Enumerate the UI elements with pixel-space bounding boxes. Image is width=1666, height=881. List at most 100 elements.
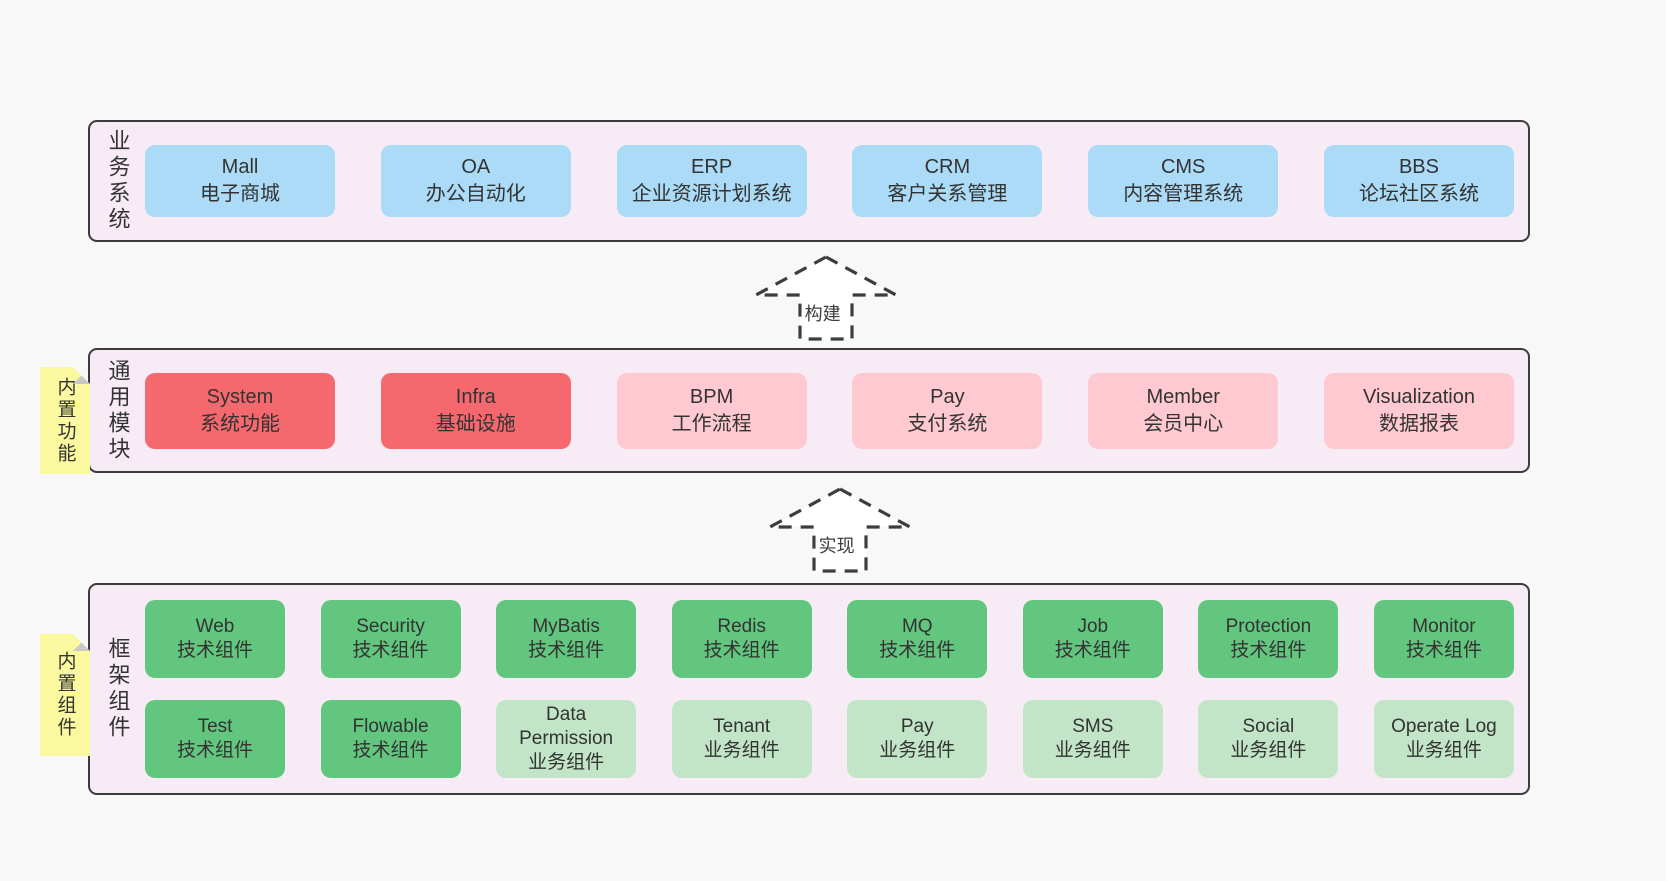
box-erp: ERP 企业资源计划系统 <box>616 145 807 217</box>
box-visualization: Visualization 数据报表 <box>1323 372 1514 449</box>
box-subtitle: 技术组件 <box>352 640 429 661</box>
box-subtitle: 业务组件 <box>879 740 956 761</box>
box-subtitle: 技术组件 <box>879 640 956 661</box>
box-subtitle: 技术组件 <box>1230 640 1307 661</box>
framework-row-2: Test 技术组件 Flowable 技术组件 Data Permission … <box>145 700 1514 778</box>
box-title: Monitor <box>1412 616 1476 637</box>
box-mybatis: MyBatis 技术组件 <box>496 600 637 678</box>
box-title: Operate Log <box>1391 716 1497 737</box>
box-title: Test <box>197 716 233 737</box>
box-oa: OA 办公自动化 <box>380 145 571 217</box>
box-mall: Mall 电子商城 <box>145 145 335 217</box>
box-title: SMS <box>1072 716 1114 737</box>
layer-common-modules-body: System 系统功能 Infra 基础设施 BPM 工作流程 Pay 支付系统… <box>145 372 1528 449</box>
note-built-in-features: 内置功能 <box>40 367 90 474</box>
box-title: System <box>206 385 274 408</box>
box-title: Flowable <box>352 716 429 737</box>
box-redis: Redis 技术组件 <box>671 600 812 678</box>
box-title: Pay <box>900 716 934 737</box>
box-title: Tenant <box>713 716 771 737</box>
box-operate-log: Operate Log 业务组件 <box>1373 700 1514 778</box>
box-title: Job <box>1077 616 1109 637</box>
layer-business-systems-body: Mall 电子商城 OA 办公自动化 ERP 企业资源计划系统 CRM 客户关系… <box>145 145 1528 217</box>
implement-arrow-label: 实现 <box>815 532 858 558</box>
build-arrow: 构建 <box>753 254 899 342</box>
note-built-in-components: 内置组件 <box>40 634 90 756</box>
box-subtitle: 论坛社区系统 <box>1358 183 1479 205</box>
box-social: Social 业务组件 <box>1198 700 1339 778</box>
box-bbs: BBS 论坛社区系统 <box>1323 145 1514 217</box>
box-subtitle: 技术组件 <box>1054 640 1131 661</box>
box-subtitle: 支付系统 <box>907 412 988 435</box>
up-arrow-icon <box>769 487 911 573</box>
box-subtitle: 技术组件 <box>528 640 605 661</box>
box-title: BPM <box>689 385 734 408</box>
box-subtitle: 内容管理系统 <box>1123 183 1244 205</box>
box-title: BBS <box>1398 156 1439 178</box>
box-subtitle: 工作流程 <box>671 412 752 435</box>
layer-business-systems: 业务系统 Mall 电子商城 OA 办公自动化 ERP 企业资源计划系统 CRM… <box>88 120 1530 242</box>
box-title: Mall <box>221 156 259 178</box>
box-job: Job 技术组件 <box>1022 600 1163 678</box>
box-infra: Infra 基础设施 <box>380 372 571 449</box>
box-title: Infra <box>455 385 496 408</box>
box-security: Security 技术组件 <box>320 600 461 678</box>
box-subtitle: 技术组件 <box>703 640 780 661</box>
box-title: CRM <box>924 156 971 178</box>
box-subtitle: 系统功能 <box>200 412 280 435</box>
box-subtitle: 技术组件 <box>176 740 253 761</box>
box-title: Pay <box>930 385 965 408</box>
box-test: Test 技术组件 <box>145 700 285 778</box>
build-arrow-label: 构建 <box>801 300 844 326</box>
box-title: Social <box>1242 716 1295 737</box>
box-subtitle: 会员中心 <box>1143 412 1224 435</box>
box-title: Web <box>195 616 235 637</box>
box-protection: Protection 技术组件 <box>1198 600 1339 678</box>
box-title: Protection <box>1225 616 1312 637</box>
box-pay-module: Pay 支付系统 <box>852 372 1043 449</box>
layer-framework-components-label: 框架组件 <box>105 637 131 741</box>
box-title: Member <box>1146 385 1220 408</box>
box-title: OA <box>461 156 491 178</box>
box-subtitle: 办公自动化 <box>425 183 526 205</box>
box-subtitle: 电子商城 <box>200 183 280 205</box>
box-data-permission: Data Permission 业务组件 <box>496 700 637 778</box>
box-tenant: Tenant 业务组件 <box>671 700 812 778</box>
box-pay-component: Pay 业务组件 <box>847 700 988 778</box>
box-monitor: Monitor 技术组件 <box>1373 600 1514 678</box>
box-subtitle: 数据报表 <box>1378 412 1459 435</box>
layer-common-modules-label: 通用模块 <box>105 358 131 463</box>
box-subtitle: 业务组件 <box>1405 740 1482 761</box>
box-system: System 系统功能 <box>145 372 335 449</box>
box-subtitle: 基础设施 <box>435 412 516 435</box>
box-cms: CMS 内容管理系统 <box>1088 145 1279 217</box>
box-subtitle: 客户关系管理 <box>887 183 1008 205</box>
box-member: Member 会员中心 <box>1088 372 1279 449</box>
box-mq: MQ 技术组件 <box>847 600 988 678</box>
box-title: Security <box>356 616 425 637</box>
box-sms: SMS 业务组件 <box>1022 700 1163 778</box>
box-subtitle: 企业资源计划系统 <box>631 183 792 205</box>
box-subtitle: 业务组件 <box>1054 740 1131 761</box>
layer-framework-components-body: Web 技术组件 Security 技术组件 MyBatis 技术组件 Redi… <box>145 600 1528 778</box>
box-title: CMS <box>1160 156 1206 178</box>
box-title: Visualization <box>1363 385 1475 408</box>
box-web: Web 技术组件 <box>145 600 285 678</box>
box-title: Redis <box>717 616 766 637</box>
box-subtitle: 业务组件 <box>703 740 780 761</box>
layer-common-modules: 通用模块 System 系统功能 Infra 基础设施 BPM 工作流程 Pay… <box>88 348 1530 473</box>
box-subtitle: 技术组件 <box>352 740 429 761</box>
box-title: MQ <box>901 616 933 637</box>
box-subtitle: 技术组件 <box>176 640 253 661</box>
box-subtitle: 业务组件 <box>1230 740 1307 761</box>
box-title: MyBatis <box>532 616 600 637</box>
box-crm: CRM 客户关系管理 <box>852 145 1043 217</box>
box-subtitle: 技术组件 <box>1405 640 1482 661</box>
box-title: ERP <box>691 156 733 178</box>
layer-business-systems-label: 业务系统 <box>105 129 131 233</box>
box-flowable: Flowable 技术组件 <box>320 700 461 778</box>
box-subtitle: 业务组件 <box>528 752 605 773</box>
box-bpm: BPM 工作流程 <box>616 372 807 449</box>
framework-row-1: Web 技术组件 Security 技术组件 MyBatis 技术组件 Redi… <box>145 600 1514 678</box>
